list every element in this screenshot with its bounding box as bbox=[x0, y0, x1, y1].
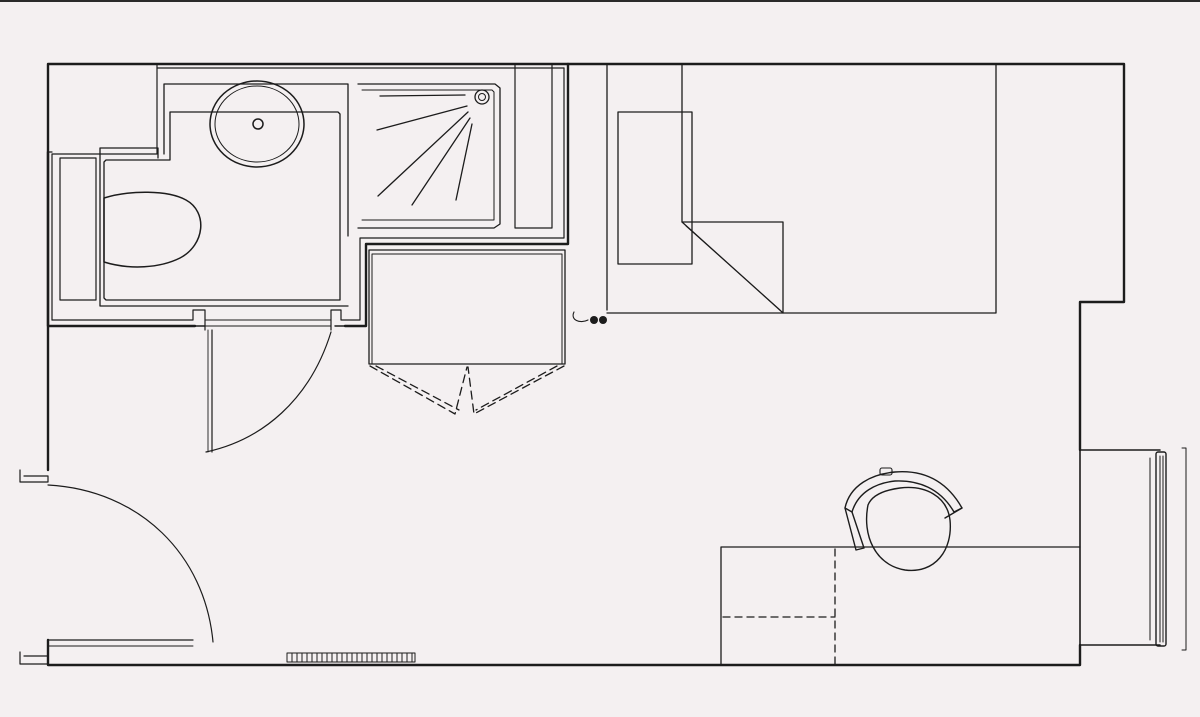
sink-icon bbox=[209, 80, 305, 168]
radiator-icon bbox=[286, 652, 416, 663]
wardrobe-icon bbox=[368, 249, 566, 415]
window-icon bbox=[1149, 447, 1187, 651]
chair-icon bbox=[844, 467, 963, 572]
top-edge-band bbox=[0, 0, 1200, 2]
bathroom-walls bbox=[46, 62, 570, 331]
entrance-door bbox=[19, 469, 214, 665]
partition bbox=[572, 63, 608, 323]
bed-icon bbox=[606, 63, 997, 314]
vanity-counter bbox=[99, 83, 349, 307]
bathroom-door bbox=[204, 319, 332, 453]
socket-icon bbox=[590, 316, 607, 324]
shower-icon bbox=[357, 63, 553, 229]
desk-icon bbox=[720, 546, 1081, 666]
toilet-icon bbox=[59, 157, 202, 301]
